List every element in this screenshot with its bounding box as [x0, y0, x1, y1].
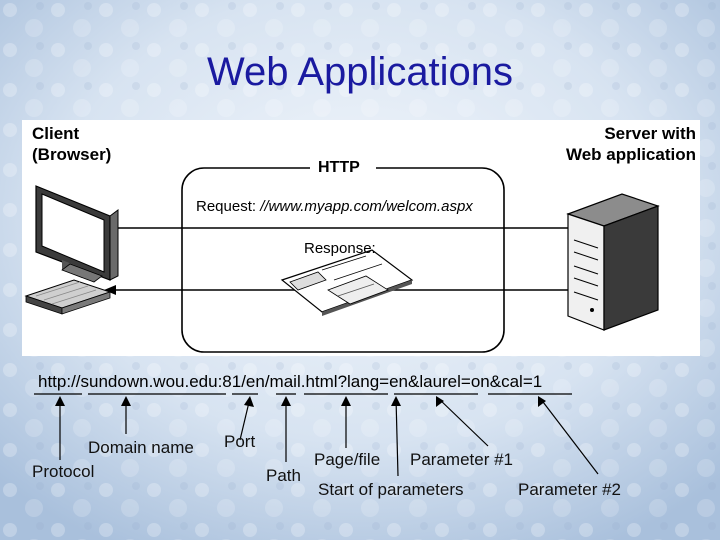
- request-url: //www.myapp.com/welcom.aspx: [260, 198, 473, 215]
- page-file-annotation: Page/file: [314, 450, 381, 469]
- server-icon: [566, 193, 660, 331]
- parameter-2-annotation: Parameter #2: [518, 480, 621, 499]
- server-label-line2: Web application: [565, 145, 696, 164]
- diagram-graphics: [24, 160, 660, 353]
- start-of-parameters-annotation: Start of parameters: [318, 480, 464, 499]
- response-document-icon: [280, 249, 414, 316]
- request-prefix: Request:: [196, 198, 257, 215]
- http-diagram: Client (Browser) Server with Web applica…: [22, 120, 700, 356]
- protocol-annotation: Protocol: [32, 462, 95, 481]
- http-label: HTTP: [318, 159, 360, 176]
- client-label-line1: Client: [32, 124, 80, 143]
- parameter-1-pointer: [437, 397, 489, 447]
- parameter-1-annotation: Parameter #1: [410, 450, 513, 469]
- start-parameters-pointer: [395, 397, 399, 477]
- port-annotation: Port: [224, 432, 256, 451]
- slide-title: Web Applications: [206, 50, 514, 94]
- server-label-line1: Server with: [604, 124, 696, 143]
- parameter-2-pointer: [539, 397, 599, 475]
- url-example: http://sundown.wou.edu:81/en/mail.html?l…: [38, 372, 543, 391]
- client-computer-icon: [24, 185, 119, 315]
- domain-name-annotation: Domain name: [88, 438, 194, 457]
- client-label-line2: (Browser): [32, 145, 112, 164]
- path-annotation: Path: [266, 466, 301, 485]
- request-label: Request: //www.myapp.com/welcom.aspx: [196, 198, 473, 216]
- response-label: Response:: [304, 240, 376, 257]
